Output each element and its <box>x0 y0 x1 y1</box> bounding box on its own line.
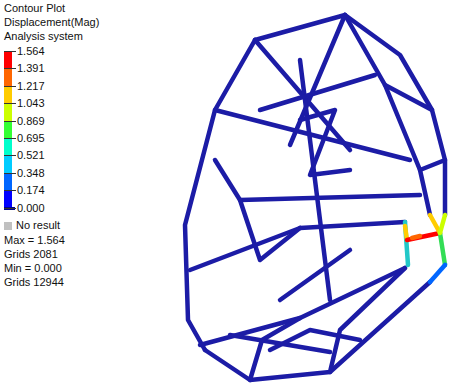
legend-swatch <box>4 190 12 207</box>
legend-value: 0.000 <box>17 202 45 215</box>
legend-tick <box>4 86 16 87</box>
legend-value: 0.348 <box>17 167 45 180</box>
legend-tick <box>4 103 16 104</box>
legend-value: 0.869 <box>17 115 45 128</box>
max-value: Max = 1.564 <box>4 234 65 247</box>
legend-swatch <box>4 138 12 155</box>
legend-swatch <box>4 68 12 85</box>
legend-value: 1.564 <box>17 45 45 58</box>
grid-id: Grids 12944 <box>4 276 64 289</box>
legend-tick <box>4 208 16 209</box>
system-name: Analysis system <box>4 30 83 43</box>
grid-id: Grids 2081 <box>4 248 58 261</box>
legend-value: No result <box>16 219 60 232</box>
plot-title: Contour Plot <box>4 2 65 15</box>
legend-swatch <box>4 121 12 138</box>
result-type: Displacement(Mag) <box>4 16 99 29</box>
legend-tick <box>4 190 16 191</box>
legend-swatch <box>4 222 12 230</box>
legend-swatch <box>4 173 12 190</box>
legend-tick <box>4 121 16 122</box>
legend-tick <box>4 68 16 69</box>
legend-tick <box>4 155 16 156</box>
legend-tick <box>4 138 16 139</box>
legend-swatch <box>4 155 12 172</box>
legend-value: 1.217 <box>17 80 45 93</box>
legend-value: 0.174 <box>17 184 45 197</box>
legend-tick <box>4 173 16 174</box>
legend-value: 1.391 <box>17 62 45 75</box>
legend-value: 1.043 <box>17 97 45 110</box>
legend-value: 0.695 <box>17 132 45 145</box>
legend-value: 0.521 <box>17 149 45 162</box>
legend-tick <box>4 51 16 52</box>
legend-swatch <box>4 51 12 68</box>
legend-swatch <box>4 103 12 120</box>
min-value: Min = 0.000 <box>4 262 62 275</box>
legend-swatch <box>4 86 12 103</box>
